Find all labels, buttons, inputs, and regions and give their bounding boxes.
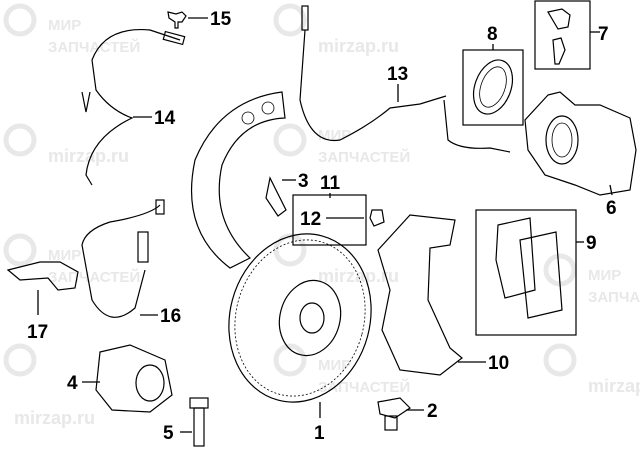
watermark-text: МИР [588,267,621,284]
callout-4: 4 [67,373,78,394]
callout-17: 17 [27,322,48,343]
watermark: МИР ЗАПЧАСТЕЙ mirzap.ru mirzap.ru МИР ЗА… [3,3,640,428]
callout-6: 6 [606,198,617,219]
callout-15: 15 [210,9,232,30]
callout-16: 16 [160,306,181,327]
callout-11: 11 [320,173,341,194]
callout-2: 2 [427,401,438,422]
callout-1: 1 [314,423,325,444]
part-4-wheel-hub [95,344,173,413]
watermark-text: ЗАПЧАСТЕЙ [48,268,140,286]
callout-labels: 15 14 3 11 12 13 8 7 6 9 10 16 17 4 5 1 … [27,9,617,444]
watermark-text: ЗАПЧАСТЕЙ [318,378,410,396]
leader-lines [37,17,613,433]
part-9-brake-pads [475,209,577,336]
callout-9: 9 [586,233,597,254]
watermark-text: mirzap.ru [14,408,95,428]
part-14-abs-sensor-wire [81,28,186,186]
callout-8: 8 [487,24,498,45]
part-3-dust-shield [190,91,287,269]
watermark-text: ЗАПЧАСТЕЙ [318,148,410,166]
callout-5: 5 [163,423,174,444]
watermark-text: МИР [48,247,81,264]
part-15-clip [167,11,187,29]
watermark-text: mirzap.ru [48,146,129,166]
watermark-text: ЗАПЧАСТЕЙ [48,38,140,56]
watermark-logo [3,3,577,377]
watermark-text: mirzap.ru [318,266,399,286]
part-17-bracket [6,261,79,291]
part-8-seal [462,49,524,126]
part-10-caliper-carrier [377,214,463,376]
callout-3: 3 [298,171,309,192]
part-13-wear-sensor [299,5,511,153]
part-6-caliper [524,91,637,196]
part-5-bolt [189,397,209,447]
part-16-abs-sensor [81,199,165,318]
watermark-text: МИР [318,357,351,374]
part-2-plug [377,397,411,431]
watermark-text: mirzap.ru [318,36,399,56]
part-1-brake-rotor [228,233,372,403]
part-7-bleeder [534,0,591,70]
callout-12: 12 [300,209,321,230]
callout-10: 10 [488,353,509,374]
watermark-text: mirzap.ru [588,376,640,396]
callout-14: 14 [154,108,176,129]
callout-7: 7 [598,24,609,45]
watermark-text: МИР [48,17,81,34]
watermark-text: ЗАПЧАСТЕЙ [588,288,640,306]
callout-13: 13 [387,64,408,85]
watermark-text: МИР [318,127,351,144]
